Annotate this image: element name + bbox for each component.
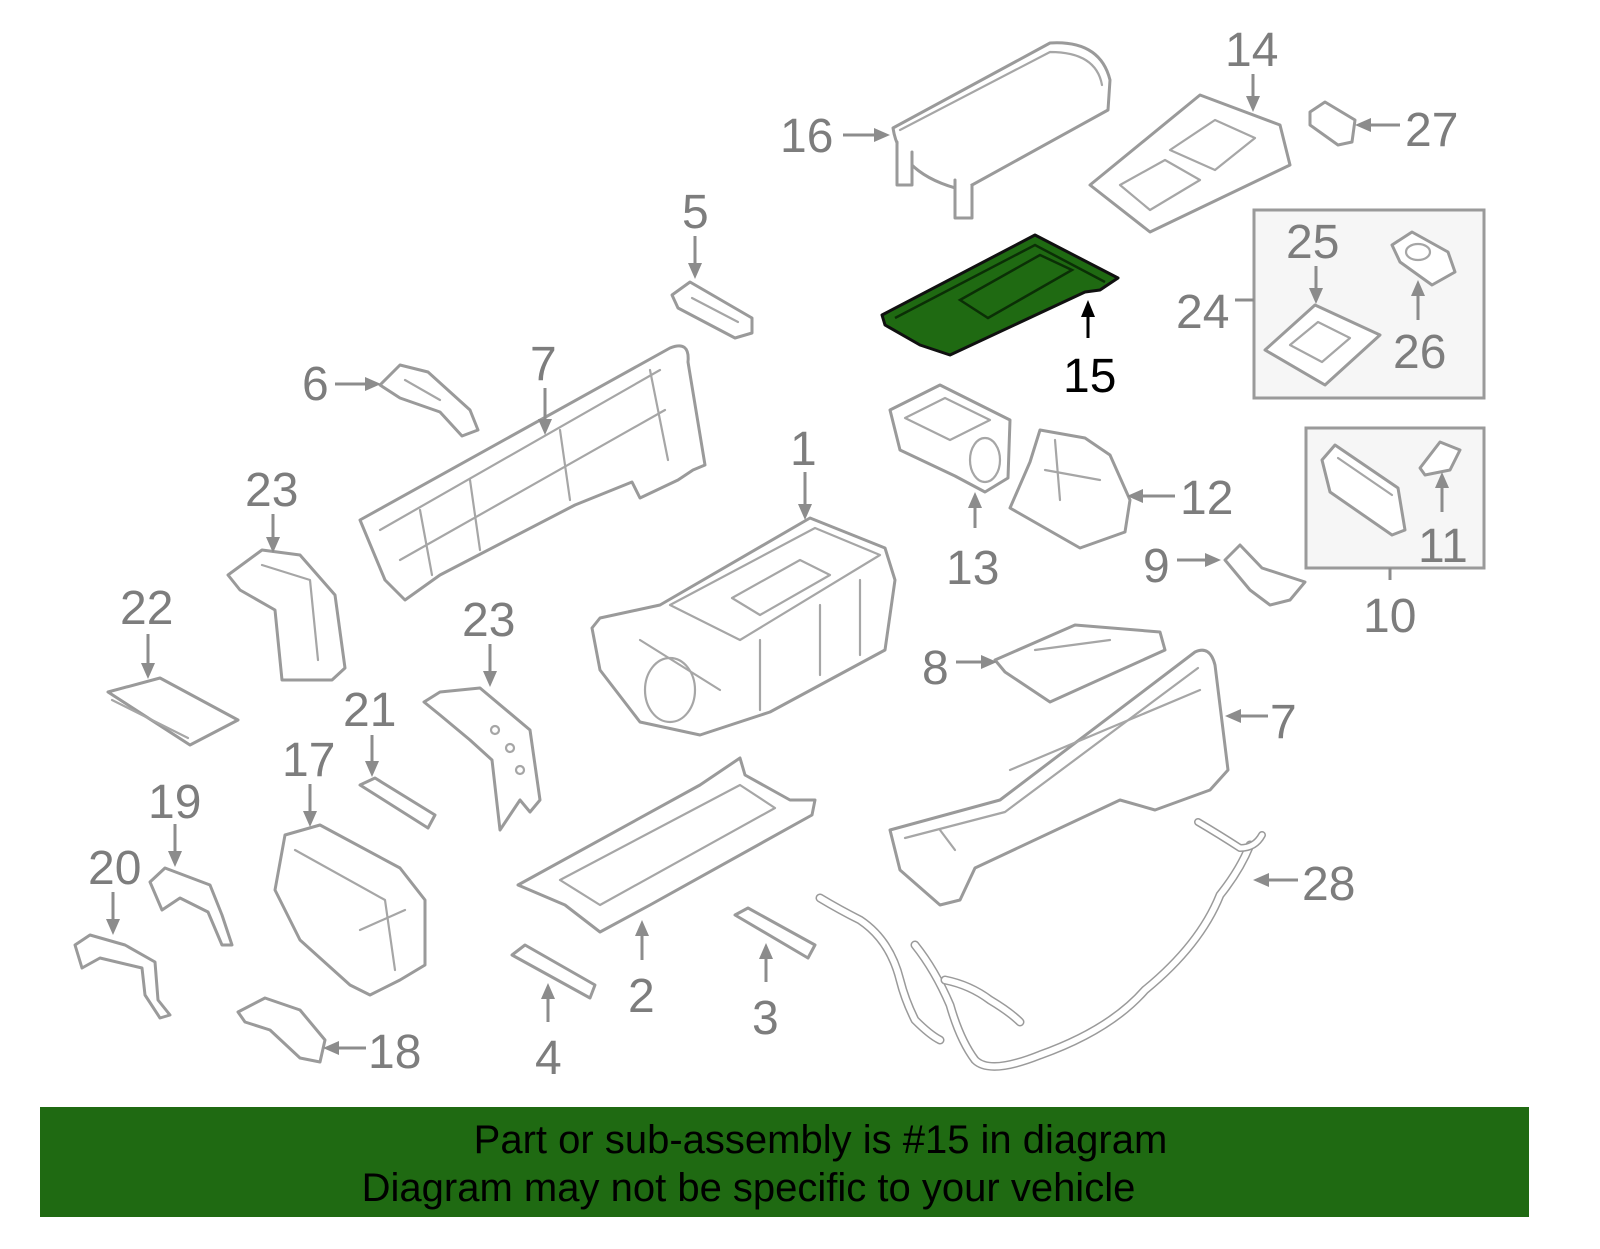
callout-5: 5: [682, 186, 709, 279]
part-28-wiring-harness[interactable]: [815, 818, 1266, 1071]
svg-text:28: 28: [1302, 858, 1355, 911]
part-9-bracket[interactable]: [1223, 543, 1307, 607]
part-10-bracket[interactable]: [1320, 443, 1407, 537]
callout-2: 2: [628, 920, 655, 1023]
svg-text:22: 22: [120, 582, 173, 635]
svg-text:2: 2: [628, 970, 655, 1023]
part-12-side-cover[interactable]: [1008, 428, 1132, 550]
part-3-bracket[interactable]: [733, 906, 817, 960]
banner-part-note: Part or sub-assembly is #15 in diagram: [473, 1118, 1168, 1162]
callout-10: 10: [1363, 568, 1416, 643]
callout-3: 3: [752, 943, 779, 1045]
part-26-knob[interactable]: [1390, 230, 1457, 287]
part-8-bracket[interactable]: [993, 623, 1167, 704]
part-15-storage-tray[interactable]: [880, 233, 1120, 357]
part-23-lower-trim[interactable]: [422, 686, 542, 832]
svg-text:8: 8: [922, 642, 949, 695]
part-21-strip[interactable]: [358, 776, 437, 830]
callout-28: 28: [1253, 858, 1355, 911]
callout-4: 4: [535, 983, 562, 1085]
callout-21: 21: [343, 684, 396, 777]
part-20-bracket[interactable]: [73, 933, 172, 1020]
callout-24: 24: [1176, 286, 1254, 339]
callout-12: 12: [1127, 472, 1233, 525]
svg-text:3: 3: [752, 992, 779, 1045]
svg-text:16: 16: [780, 110, 833, 163]
part-6-bracket[interactable]: [378, 363, 480, 438]
part-5-bracket[interactable]: [670, 280, 754, 340]
svg-text:12: 12: [1180, 472, 1233, 525]
svg-text:21: 21: [343, 684, 396, 737]
svg-text:18: 18: [368, 1026, 421, 1079]
part-23-upper-trim[interactable]: [226, 548, 347, 682]
svg-text:7: 7: [1270, 696, 1297, 749]
svg-text:1: 1: [790, 423, 817, 476]
svg-text:4: 4: [535, 1032, 562, 1085]
svg-text:20: 20: [88, 842, 141, 895]
part-4-bracket[interactable]: [510, 943, 597, 1000]
callout-11: 11: [1418, 472, 1468, 573]
svg-text:23: 23: [462, 594, 515, 647]
callout-13: 13: [946, 492, 999, 595]
svg-text:9: 9: [1143, 540, 1170, 593]
part-13-cup-holder[interactable]: [888, 383, 1012, 494]
part-2-base-plate[interactable]: [516, 756, 817, 934]
callout-23b: 23: [462, 594, 515, 687]
part-22-pad[interactable]: [106, 676, 240, 747]
callout-27: 27: [1355, 104, 1458, 157]
svg-text:19: 19: [148, 776, 201, 829]
svg-text:17: 17: [282, 734, 335, 787]
svg-text:13: 13: [946, 542, 999, 595]
callout-7b: 7: [1225, 696, 1297, 749]
callout-20: 20: [88, 842, 141, 935]
svg-text:26: 26: [1393, 326, 1446, 379]
svg-text:11: 11: [1418, 520, 1468, 573]
part-19-bracket[interactable]: [148, 866, 234, 947]
callout-1: 1: [790, 423, 817, 520]
part-18-duct[interactable]: [236, 996, 327, 1064]
part-14-shifter-bezel[interactable]: [1088, 93, 1292, 234]
part-17-vent-housing[interactable]: [273, 823, 427, 997]
part-25-switch-panel[interactable]: [1263, 303, 1382, 387]
callout-17: 17: [282, 734, 335, 827]
svg-text:15: 15: [1063, 350, 1116, 403]
svg-text:10: 10: [1363, 590, 1416, 643]
svg-text:25: 25: [1286, 216, 1339, 269]
part-1-console-bin[interactable]: [590, 516, 897, 737]
callout-14: 14: [1225, 24, 1278, 112]
callout-22: 22: [120, 582, 173, 679]
callout-25: 25: [1286, 216, 1339, 304]
svg-text:23: 23: [245, 464, 298, 517]
callout-15: 15: [1063, 300, 1116, 403]
svg-text:5: 5: [682, 186, 709, 239]
callout-9: 9: [1143, 540, 1221, 593]
part-7-left-side-panel[interactable]: [358, 344, 707, 602]
callout-7a: 7: [530, 338, 557, 435]
banner-disclaimer: Diagram may not be specific to your vehi…: [361, 1166, 1136, 1210]
callout-16: 16: [780, 110, 890, 163]
callout-26: 26: [1393, 280, 1446, 379]
info-banner: Part or sub-assembly is #15 in diagram D…: [40, 1107, 1529, 1217]
svg-text:14: 14: [1225, 24, 1278, 77]
svg-text:7: 7: [530, 338, 557, 391]
part-27-clip[interactable]: [1308, 100, 1357, 147]
svg-text:24: 24: [1176, 286, 1229, 339]
part-11-clip[interactable]: [1418, 440, 1462, 477]
part-7-right-side-panel[interactable]: [888, 648, 1230, 907]
callout-23a: 23: [245, 464, 298, 553]
part-16-armrest-lid[interactable]: [891, 41, 1112, 220]
callout-18: 18: [323, 1026, 421, 1079]
callout-19: 19: [148, 776, 201, 867]
callout-6: 6: [302, 358, 381, 411]
svg-text:27: 27: [1405, 104, 1458, 157]
svg-text:6: 6: [302, 358, 329, 411]
callout-8: 8: [922, 642, 997, 695]
